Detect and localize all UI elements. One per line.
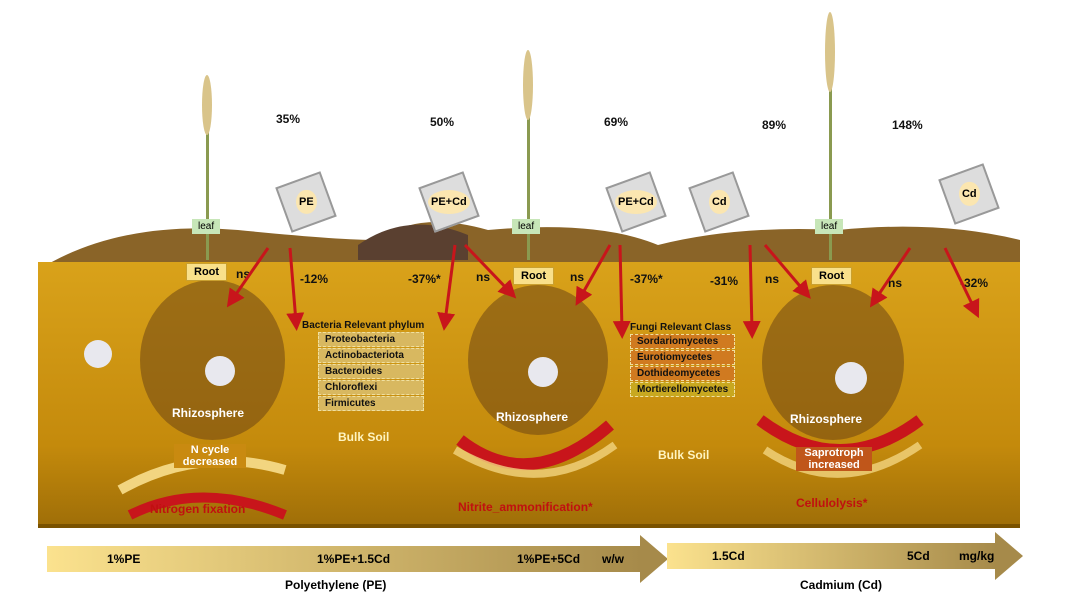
pct-4: 89%: [762, 118, 787, 132]
wheat-plant-1: [206, 110, 209, 260]
root-label: Root: [186, 263, 228, 281]
ns-label: ns: [476, 270, 491, 284]
n-cycle-note: N cycle decreased: [174, 444, 246, 468]
leaf-label: leaf: [192, 219, 221, 234]
class-item: Sordariomycetes: [630, 334, 736, 349]
pe-unit: w/w: [602, 552, 625, 566]
change-1: -12%: [300, 272, 329, 286]
phylum-item: Actinobacteriota: [318, 348, 425, 363]
pct-5: 148%: [892, 118, 923, 132]
rhizosphere-label: Rhizosphere: [172, 406, 245, 420]
pct-1: 35%: [276, 112, 301, 126]
pe-gradient-arrow: 1%PE 1%PE+1.5Cd 1%PE+5Cd w/w: [47, 535, 668, 583]
rhizosphere-label: Rhizosphere: [496, 410, 569, 424]
bacteria-phylum-panel: Bacteria Relevant phylum Proteobacteria …: [302, 320, 425, 412]
ns-label: ns: [765, 272, 780, 286]
fungal-spore-icon: [205, 356, 235, 386]
cd-unit: mg/kg: [959, 549, 995, 563]
phylum-item: Chloroflexi: [318, 380, 425, 395]
class-item: Eurotiomycetes: [630, 350, 736, 365]
change-5: -32%: [960, 276, 989, 290]
cd-axis-title: Cadmium (Cd): [800, 578, 882, 592]
rhizosphere-label: Rhizosphere: [790, 412, 863, 426]
root-label: Root: [811, 267, 853, 285]
wheat-ear-1: [202, 75, 212, 135]
bacteria-title: Bacteria Relevant phylum: [302, 320, 425, 331]
fungal-spore-icon: [528, 357, 558, 387]
wheat-plant-3: [829, 60, 832, 260]
phylum-item: Proteobacteria: [318, 332, 425, 347]
change-2: -37%*: [408, 272, 441, 286]
fungi-title: Fungi Relevant Class: [630, 322, 732, 333]
wheat-ear-2: [523, 50, 533, 120]
pe-axis-title: Polyethylene (PE): [285, 578, 387, 592]
change-4: -31%: [710, 274, 739, 288]
function-nitrite-ammonification: Nitrite_ammonification*: [458, 500, 593, 514]
function-nitrogen-fixation: Nitrogen fixation: [150, 502, 246, 516]
phylum-item: Bacteroides: [318, 364, 425, 379]
change-3: -37%*: [630, 272, 663, 286]
fungal-spore-icon: [835, 362, 867, 394]
pe-level: 1%PE+1.5Cd: [317, 552, 391, 566]
pct-3: 69%: [604, 115, 629, 129]
leaf-label: leaf: [512, 219, 541, 234]
fungal-spore-icon: [84, 340, 112, 368]
bulk-soil-label: Bulk Soil: [658, 448, 710, 462]
function-cellulolysis: Cellulolysis*: [796, 496, 868, 510]
root-label: Root: [513, 267, 555, 285]
ns-label: ns: [570, 270, 585, 284]
pe-level: 1%PE+5Cd: [517, 552, 581, 566]
phylum-item: Firmicutes: [318, 396, 425, 411]
class-item: Mortierellomycetes: [630, 382, 736, 397]
bulk-soil-label: Bulk Soil: [338, 430, 390, 444]
rhizosphere-3: [762, 285, 904, 440]
cd-level: 5Cd: [907, 549, 930, 563]
pe-level: 1%PE: [107, 552, 141, 566]
leaf-label: leaf: [815, 219, 844, 234]
ns-label: ns: [888, 276, 903, 290]
class-item: Dothideomycetes: [630, 366, 736, 381]
pct-2: 50%: [430, 115, 455, 129]
cd-gradient-arrow: 1.5Cd 5Cd mg/kg: [667, 532, 1023, 580]
cd-level: 1.5Cd: [712, 549, 745, 563]
wheat-ear-3: [825, 12, 835, 92]
fungi-class-panel: Fungi Relevant Class Sordariomycetes Eur…: [630, 322, 736, 398]
saprotroph-note: Saprotroph increased: [796, 447, 872, 471]
wheat-plant-2: [527, 90, 530, 260]
